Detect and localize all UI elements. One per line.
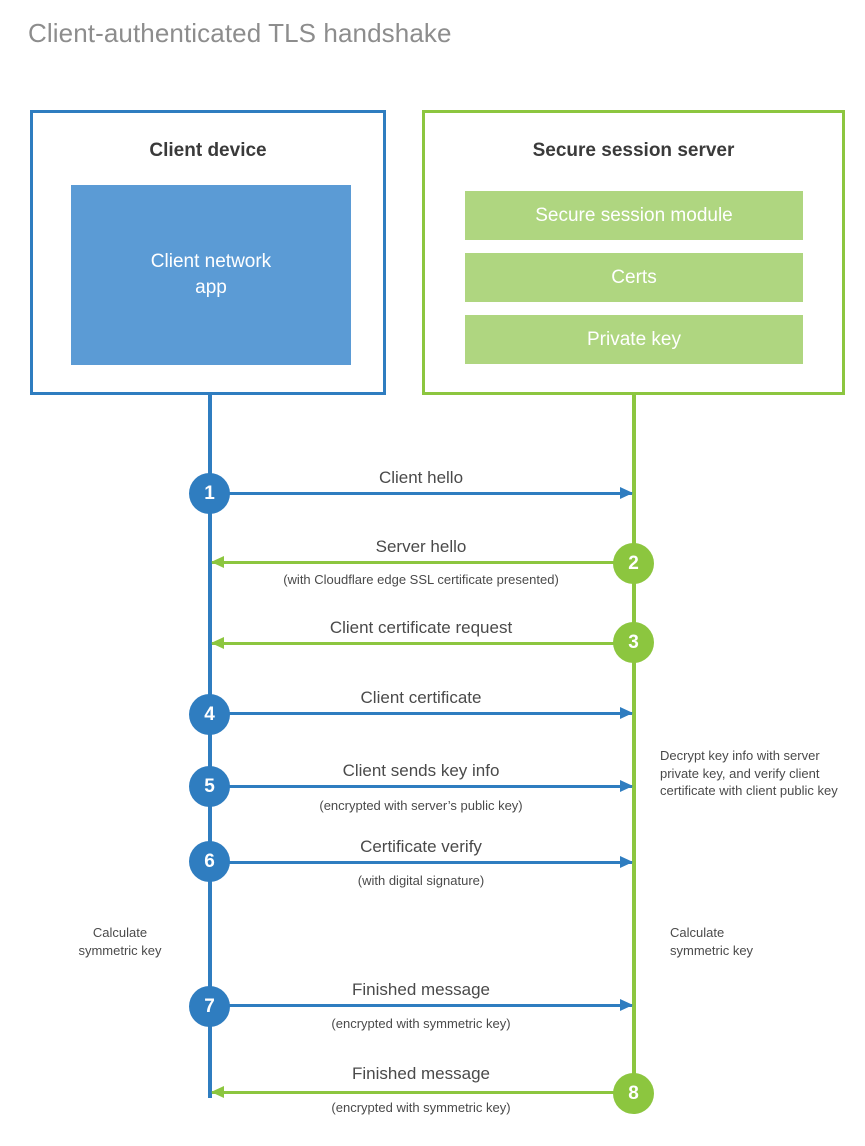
server-component-secure-session-module: Secure session module (465, 191, 803, 240)
page-title: Client-authenticated TLS handshake (28, 18, 452, 48)
step-6-badge: 6 (189, 841, 230, 882)
step-3-badge: 3 (613, 622, 654, 663)
arrowhead-left-icon (211, 637, 224, 649)
step-2-badge: 2 (613, 543, 654, 584)
step-7-sublabel: (encrypted with symmetric key) (331, 1016, 511, 1031)
step-3-label: Client certificate request (329, 618, 513, 637)
client-device-title: Client device (149, 140, 267, 161)
server-component-private-key: Private key (465, 315, 803, 364)
secure-session-server-box: Secure session server Secure session mod… (422, 110, 845, 395)
step-5-sublabel: (encrypted with server’s public key) (319, 798, 523, 813)
step-5-arrow (210, 780, 633, 792)
step-5-label: Client sends key info (342, 761, 500, 780)
step-2-label: Server hello (375, 537, 467, 556)
arrowhead-right-icon (620, 780, 633, 792)
server-component-certs: Certs (465, 253, 803, 302)
step-4-label: Client certificate (360, 688, 482, 707)
step-7-label: Finished message (352, 980, 490, 999)
arrowhead-right-icon (620, 999, 633, 1011)
arrowhead-right-icon (620, 707, 633, 719)
step-6-arrow (210, 856, 633, 868)
server-decrypt-note: Decrypt key info with server private key… (660, 748, 838, 799)
step-1-arrow (210, 487, 633, 499)
step-1-badge: 1 (189, 473, 230, 514)
arrowhead-right-icon (620, 856, 633, 868)
step-6-sublabel: (with digital signature) (357, 873, 485, 888)
step-7-arrow (210, 999, 633, 1011)
step-5-badge: 5 (189, 766, 230, 807)
server-lifeline (632, 395, 636, 1095)
step-8-sublabel: (encrypted with symmetric key) (331, 1100, 511, 1115)
step-2-arrow (211, 556, 634, 568)
step-8-badge: 8 (613, 1073, 654, 1114)
arrowhead-left-icon (211, 556, 224, 568)
step-4-badge: 4 (189, 694, 230, 735)
client-lifeline (208, 395, 212, 1098)
step-1-label: Client hello (378, 468, 464, 487)
step-6-label: Certificate verify (360, 837, 482, 856)
arrowhead-right-icon (620, 487, 633, 499)
step-2-sublabel: (with Cloudflare edge SSL certificate pr… (283, 572, 559, 587)
secure-session-server-title: Secure session server (532, 140, 735, 161)
step-7-badge: 7 (189, 986, 230, 1027)
step-4-arrow (210, 707, 633, 719)
arrowhead-left-icon (211, 1086, 224, 1098)
step-3-arrow (211, 637, 634, 649)
step-8-label: Finished message (352, 1064, 490, 1083)
step-8-arrow (211, 1086, 634, 1098)
